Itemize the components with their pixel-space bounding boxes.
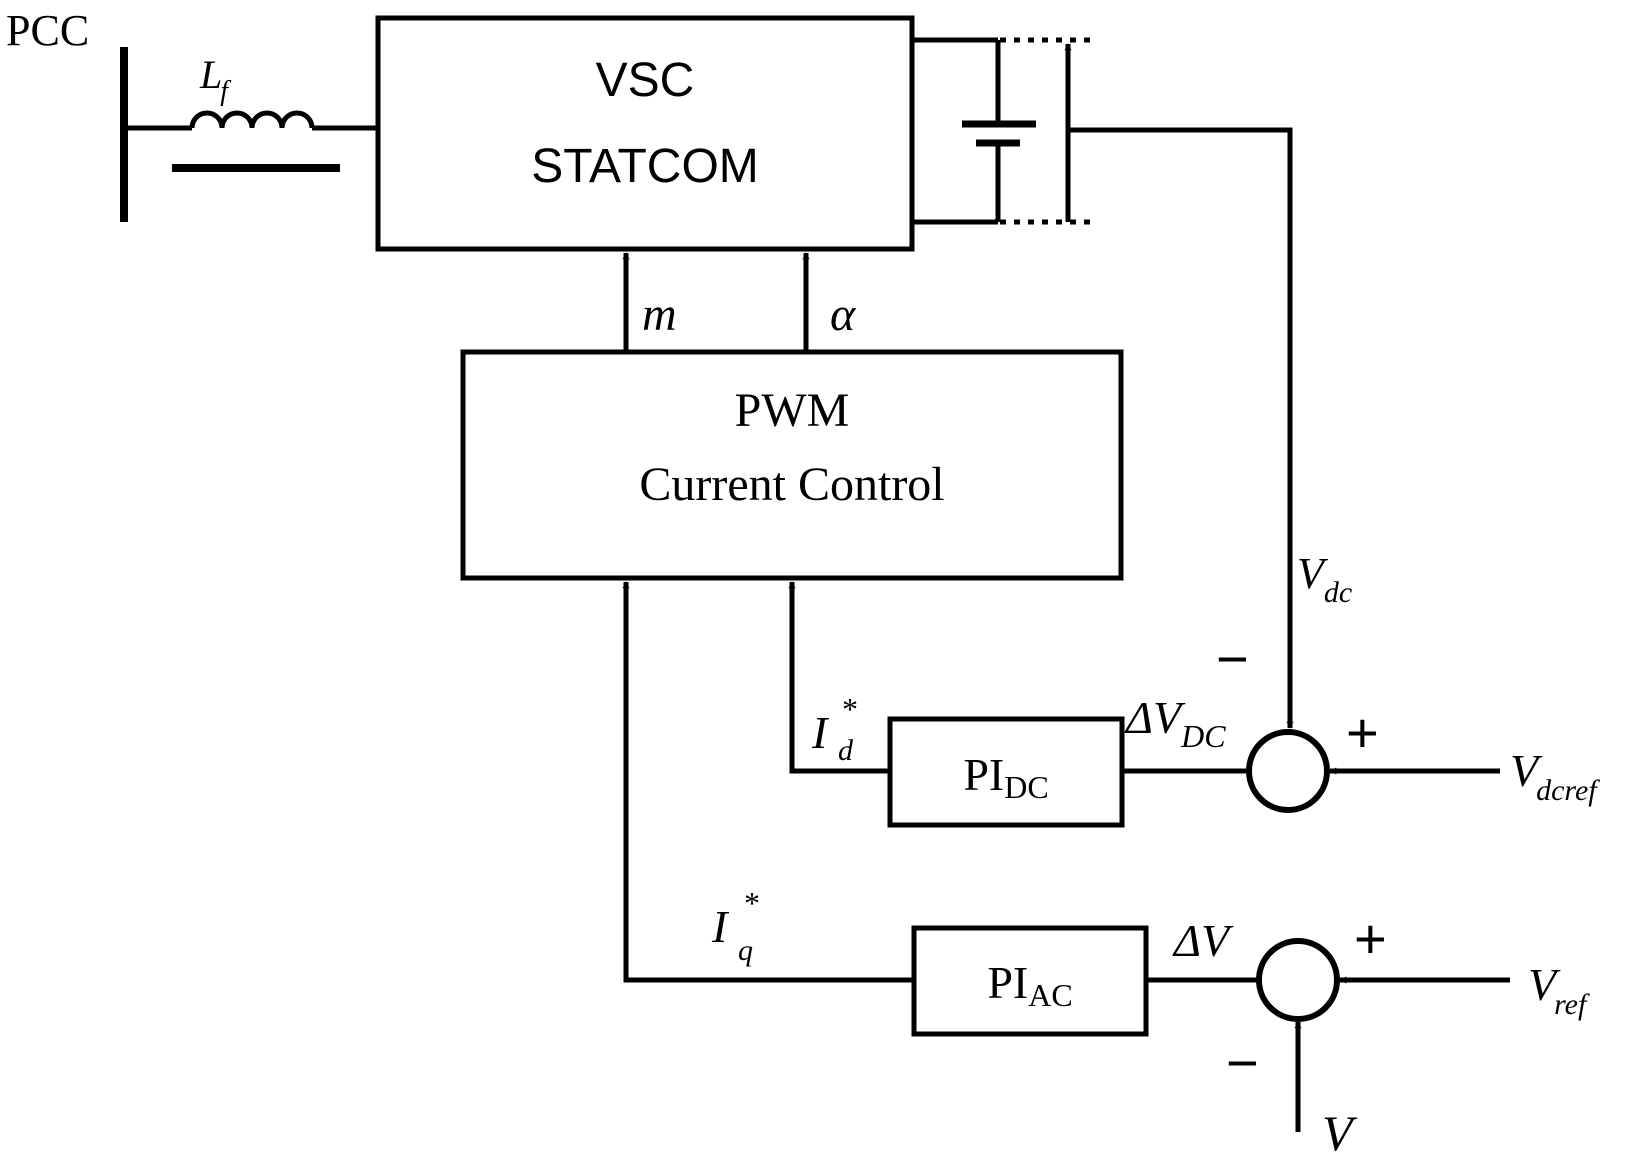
v-measured-label: V [1322,1105,1358,1161]
statcom-label: STATCOM [531,140,759,193]
dc-sum-plus: + [1346,701,1379,764]
iq-ref-subscript: q [738,934,753,967]
vsc-statcom-block [375,15,915,252]
delta-v-label: ΔV [1172,915,1234,966]
iq-ref-superscript: * [744,885,760,921]
id-ref-superscript: * [842,691,858,727]
dc-sum-minus: − [1216,627,1249,690]
current-control-label: Current Control [639,458,944,511]
ac-summing-junction [1256,938,1340,1022]
pcc-label: PCC [6,6,89,55]
vref-label: Vref [1528,959,1590,1021]
m-label: m [642,288,677,341]
dc-summing-junction [1246,729,1330,813]
id-ref-wire [788,581,890,774]
pi-dc-label: PIDC [963,749,1048,805]
vdcref-label: Vdcref [1510,745,1600,807]
ac-sum-plus: + [1354,907,1387,970]
inductor-coil [189,110,315,129]
id-ref-label: I [811,707,830,758]
vdc-feedback-wire [1068,127,1294,729]
pi-ac-label: PIAC [987,957,1072,1013]
alpha-label: α [830,288,856,341]
inductor-label: Lf [199,52,231,107]
delta-vdc-label: ΔVDC [1124,692,1226,754]
vsc-label: VSC [596,54,695,107]
id-ref-subscript: d [838,734,854,767]
pwm-label: PWM [735,384,850,437]
iq-ref-label: I [711,901,730,952]
ac-sum-minus: − [1226,1031,1259,1094]
pwm-current-control-block [460,349,1124,581]
iq-ref-wire [622,581,914,983]
pi-ac-block [911,925,1149,1037]
vdc-label: Vdc [1297,549,1352,609]
